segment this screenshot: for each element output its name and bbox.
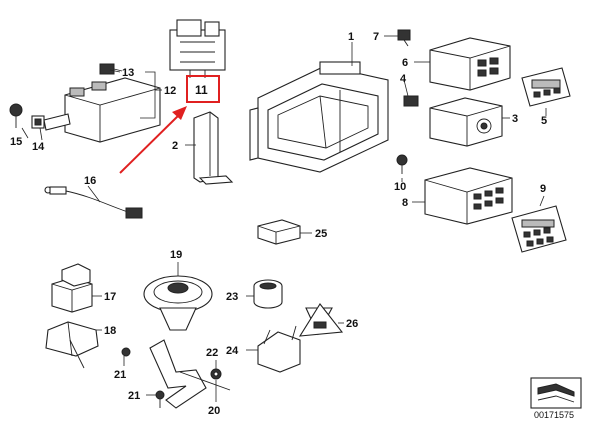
part-7-connector <box>397 29 411 47</box>
label-21b: 21 <box>128 390 140 402</box>
label-16: 16 <box>84 175 96 187</box>
label-25: 25 <box>315 228 327 240</box>
part-16-cable <box>44 186 143 219</box>
label-19: 19 <box>170 249 182 261</box>
label-9: 9 <box>540 183 546 195</box>
part-12-module <box>64 77 161 143</box>
label-11: 11 <box>195 83 208 97</box>
label-7: 7 <box>373 31 379 43</box>
label-3: 3 <box>512 113 518 125</box>
part-25-box <box>257 219 301 245</box>
label-5: 5 <box>541 115 547 127</box>
part-labels: 11 13 12 15 14 2 16 1 7 6 4 3 5 10 8 9 2… <box>10 31 547 417</box>
label-21a: 21 <box>114 369 126 381</box>
part-14-nut <box>31 113 71 131</box>
label-4: 4 <box>400 73 407 85</box>
part-17-relay <box>51 263 93 313</box>
label-23: 23 <box>226 291 238 303</box>
part-18-bracket <box>45 321 99 369</box>
part-11-bracket <box>169 19 226 78</box>
part-3-unit <box>429 97 503 147</box>
label-14: 14 <box>32 141 45 153</box>
part-6-unit <box>429 37 511 91</box>
label-12: 12 <box>164 85 176 97</box>
label-26: 26 <box>346 318 358 330</box>
part-5-faceplate <box>521 67 571 107</box>
part-21-screw-b <box>155 390 165 408</box>
reference-icon <box>537 383 575 397</box>
reference-number: 00171575 <box>534 410 574 420</box>
part-23-socket <box>253 279 283 309</box>
part-24-holder <box>257 325 301 373</box>
highlight-callout <box>119 75 220 174</box>
part-15-screw <box>9 103 23 128</box>
label-20: 20 <box>208 405 220 417</box>
highlight-box <box>186 75 220 103</box>
part-9-faceplate <box>511 205 567 253</box>
label-15: 15 <box>10 136 22 148</box>
label-8: 8 <box>402 197 408 209</box>
label-6: 6 <box>402 57 408 69</box>
label-1: 1 <box>348 31 354 43</box>
label-18: 18 <box>104 325 116 337</box>
part-13-clip <box>99 63 123 75</box>
part-19-horn <box>143 275 213 331</box>
reference-block: 00171575 <box>530 377 582 420</box>
part-4-connector <box>403 95 419 107</box>
label-13: 13 <box>122 67 134 79</box>
part-2-guide <box>193 111 234 185</box>
label-10: 10 <box>394 181 406 193</box>
leader-lines <box>21 35 547 402</box>
part-20-bracket <box>149 339 231 409</box>
part-8-unit <box>424 167 513 225</box>
label-2: 2 <box>172 140 178 152</box>
part-22-nut <box>210 368 222 380</box>
part-1-frame <box>249 61 389 173</box>
highlight-arrow <box>119 111 183 174</box>
label-24: 24 <box>226 345 239 357</box>
part-10-screw <box>396 154 408 174</box>
highlight-arrowhead <box>172 106 187 120</box>
label-22: 22 <box>206 347 218 359</box>
label-17: 17 <box>104 291 116 303</box>
part-21-screw-a <box>121 347 131 357</box>
part-26-warning-triangle <box>298 303 344 337</box>
